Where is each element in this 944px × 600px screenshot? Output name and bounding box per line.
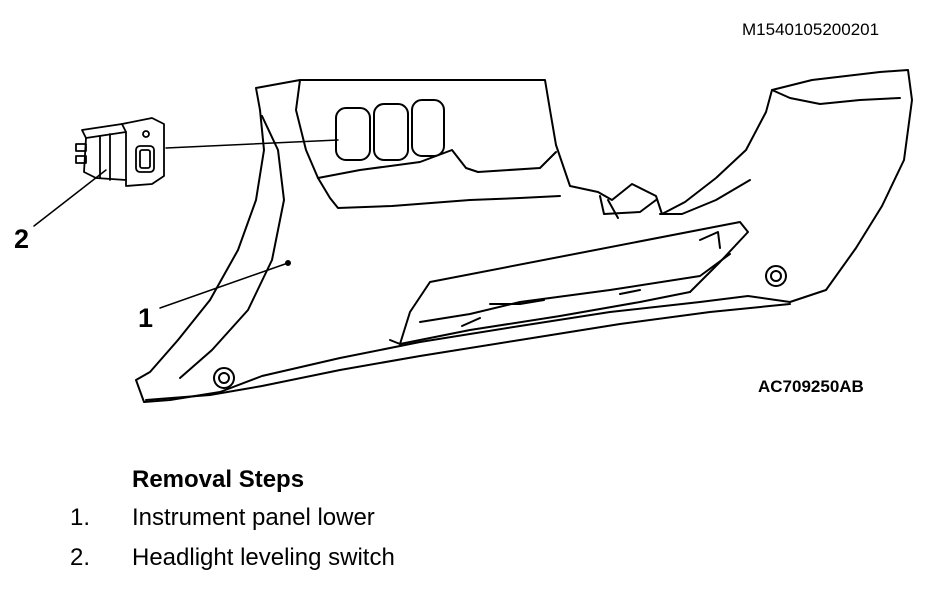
step-number: 2. [70, 544, 91, 571]
document-id: M1540105200201 [742, 20, 880, 39]
callout-1: 1 [138, 303, 154, 333]
part-2-reference-line [165, 139, 339, 149]
step-label: Instrument panel lower [132, 504, 375, 531]
step-number: 1. [70, 504, 91, 531]
step-label: Headlight leveling switch [132, 544, 395, 571]
figure-code: AC709250AB [758, 377, 864, 396]
removal-steps-title: Removal Steps [132, 466, 305, 493]
instrument-panel-diagram [33, 69, 913, 403]
callout-2-leader [33, 169, 107, 227]
headlight-leveling-switch [75, 117, 165, 187]
callout-1-leader [159, 262, 289, 309]
instrument-panel-lower [135, 69, 913, 403]
callout-2: 2 [14, 224, 30, 254]
